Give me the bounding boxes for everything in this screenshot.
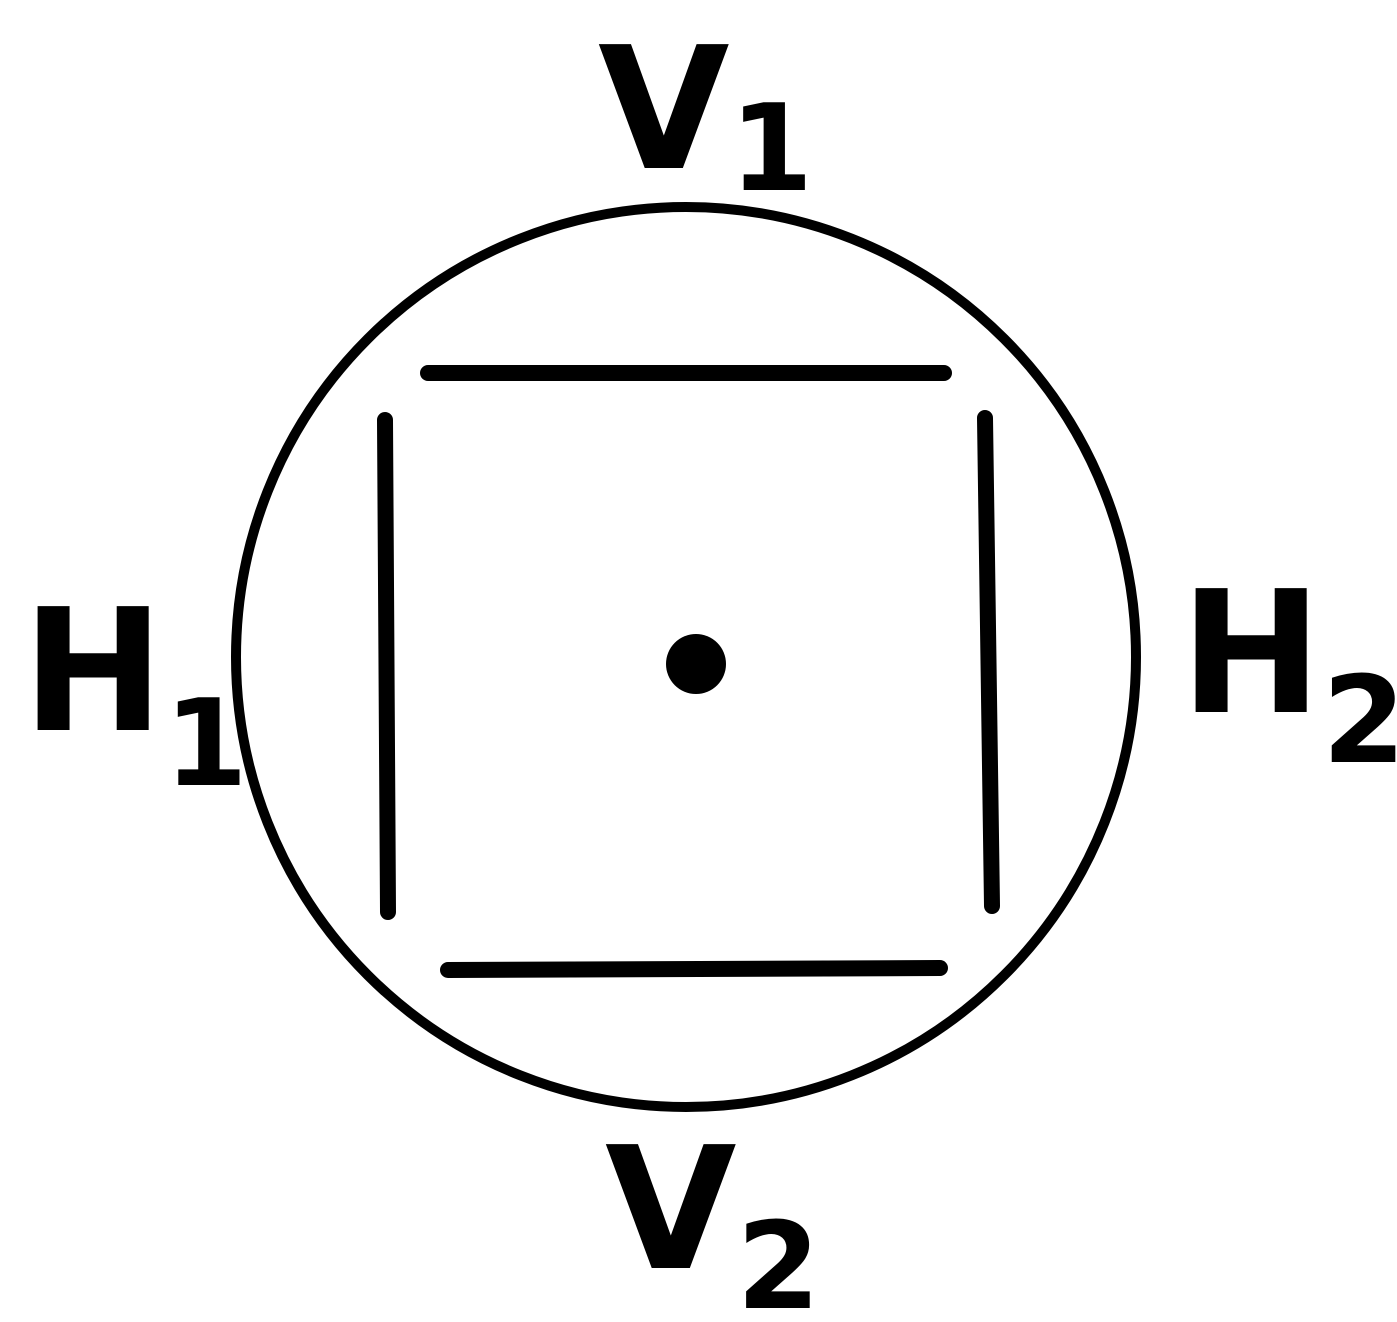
label-h2: H2	[1180, 555, 1397, 791]
center-dot	[666, 634, 726, 694]
square-right-side	[977, 410, 1000, 914]
label-h1-subscript: 1	[164, 675, 248, 814]
label-v1-subscript: 1	[730, 80, 814, 219]
label-h1-letter: H	[22, 573, 164, 771]
label-v2-subscript: 2	[737, 1198, 821, 1322]
label-h1: H1	[22, 573, 248, 814]
label-v2: V2	[605, 1111, 820, 1322]
square-left-side	[377, 412, 396, 920]
label-h2-letter: H	[1180, 555, 1322, 753]
label-v1-letter: V	[598, 11, 730, 209]
square-bottom-side	[440, 960, 948, 978]
outer-circle	[231, 202, 1141, 1112]
label-v2-letter: V	[605, 1111, 737, 1309]
label-v1: V1	[598, 11, 813, 219]
label-h2-subscript: 2	[1322, 652, 1397, 791]
